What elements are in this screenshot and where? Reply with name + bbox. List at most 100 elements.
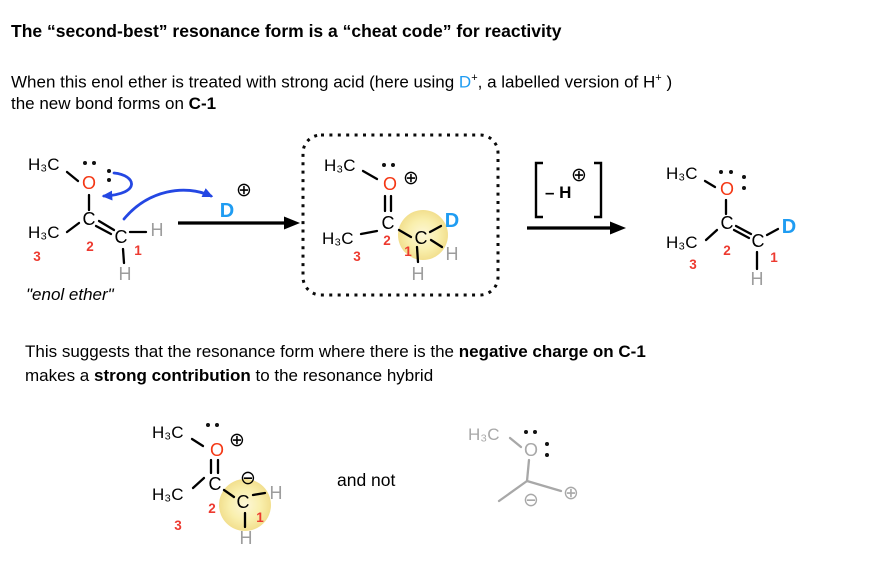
molecule-deuterated-product: H₃C O C H₃C C D H 2 3 1 — [666, 164, 796, 289]
intro-c1-bold: C-1 — [188, 94, 217, 114]
double-bond-line — [734, 224, 753, 236]
conclusion-paragraph: This suggests that the resonance form wh… — [25, 340, 646, 388]
conclusion-text-1: This suggests that the resonance form wh… — [25, 342, 459, 361]
intro-text-4: the new bond forms on — [11, 94, 189, 114]
lone-pair-dot — [391, 163, 395, 167]
reaction-scheme-figure: H₃C O C C H H H₃C 2 3 1 "enol ether" — [26, 133, 796, 304]
carbon-2-label: C — [209, 474, 222, 494]
molecule-major-resonance-form: H₃C O ⊕ C ⊖ C H H H₃C 2 3 1 — [152, 423, 283, 548]
carbon-2-label: C — [382, 213, 395, 233]
intro-text-2: , a labelled version of H — [477, 72, 656, 92]
hydrogen-label: H — [240, 528, 253, 548]
methyl-label: H₃C — [152, 485, 183, 504]
double-bond-line — [97, 219, 116, 232]
deuterium-reagent: D ⊕ — [220, 180, 252, 222]
bond-line — [508, 436, 523, 449]
plus-charge-symbol: ⊕ — [571, 165, 587, 186]
electron-pushing-arrow-icon — [122, 188, 214, 221]
oxygen-label: O — [524, 440, 538, 460]
lone-pair-dot — [742, 186, 746, 190]
carbon-number-1: 1 — [404, 244, 412, 259]
carbon-number-3: 3 — [689, 257, 697, 272]
deuterium-sup-plus: + — [471, 72, 478, 84]
conclusion-bold-2: strong contribution — [93, 366, 251, 385]
deuterium-label: D — [220, 200, 234, 222]
hydrogen-label: H — [119, 264, 132, 284]
proton-sup-plus: + — [655, 72, 662, 84]
methyl-label: H₃C — [28, 223, 59, 242]
c1-highlight — [398, 210, 448, 260]
deuterium-label: D — [445, 210, 459, 232]
intro-paragraph: When this enol ether is treated with str… — [11, 68, 672, 115]
left-bracket — [534, 161, 543, 219]
bond-line — [359, 229, 379, 236]
bond-line — [65, 221, 81, 234]
hydrogen-label: H — [412, 264, 425, 284]
carbon-number-3: 3 — [33, 249, 41, 264]
double-bond-line — [732, 228, 751, 240]
oxygen-label: O — [82, 173, 96, 193]
carbon-number-2: 2 — [86, 239, 94, 254]
bond-line — [525, 479, 563, 493]
plus-charge-symbol: ⊕ — [403, 168, 419, 189]
lone-pair-dot — [524, 430, 528, 434]
and-not-label: and not — [337, 470, 396, 490]
bond-line — [190, 437, 205, 448]
bond-line — [429, 238, 444, 249]
conclusion-bold-1: negative charge on C-1 — [458, 342, 646, 361]
charge-backing — [563, 484, 579, 500]
bond-line — [222, 488, 236, 499]
enol-ether-caption: "enol ether" — [26, 285, 115, 304]
bond-line — [497, 479, 529, 503]
lone-pair-dot — [719, 170, 723, 174]
carbon-2-label: C — [721, 213, 734, 233]
intro-text-1: When this enol ether is treated with str… — [11, 72, 459, 92]
carbon-1-label: C — [115, 227, 128, 247]
intro-text-3: ) — [661, 72, 673, 92]
plus-charge-symbol: ⊕ — [563, 483, 579, 504]
bond-line — [361, 169, 379, 181]
hydrogen-label: H — [151, 220, 164, 240]
bond-line — [65, 170, 80, 183]
methyl-label: H₃C — [152, 423, 183, 442]
molecule-minor-resonance-form: H₃C O ⊖ ⊕ — [468, 425, 579, 511]
lone-pair-dot — [107, 178, 111, 182]
minus-h-label: – H — [545, 183, 571, 202]
hydrogen-label: H — [446, 244, 459, 264]
page-title: The “second-best” resonance form is a “c… — [11, 21, 562, 41]
lone-pair-dot — [92, 161, 96, 165]
lone-pair-dot — [729, 170, 733, 174]
methyl-label: H₃C — [324, 156, 355, 175]
bond-line — [121, 247, 126, 265]
carbon-number-2: 2 — [383, 233, 391, 248]
carbon-number-3: 3 — [353, 249, 361, 264]
deuterium-inline: D — [458, 72, 472, 92]
deuterium-label: D — [782, 216, 796, 238]
molecule-oxocarbenium-intermediate: H₃C O ⊕ C H₃C C D H H 2 1 3 — [322, 156, 459, 284]
lone-pair-dot — [83, 161, 87, 165]
double-bond-line — [94, 224, 113, 236]
methyl-label: H₃C — [28, 155, 59, 174]
bond-line — [397, 228, 413, 239]
lone-pair-dot — [545, 453, 549, 457]
plus-charge-symbol: ⊕ — [229, 430, 245, 451]
methyl-label: H₃C — [666, 164, 697, 183]
lone-pair-dot — [215, 423, 219, 427]
minus-charge-symbol: ⊖ — [240, 468, 256, 489]
bond-line — [703, 179, 717, 189]
lone-pair-dot — [107, 169, 111, 173]
bond-line — [428, 224, 443, 234]
lone-pair-dot — [206, 423, 210, 427]
carbon-1-label: C — [752, 231, 765, 251]
methyl-label: H₃C — [468, 425, 499, 444]
oxygen-label: O — [383, 174, 397, 194]
methyl-label: H₃C — [666, 233, 697, 252]
conclusion-text-3: to the resonance hybrid — [250, 366, 434, 385]
carbon-1-label: C — [415, 228, 428, 248]
methyl-label: H₃C — [322, 229, 353, 248]
lone-pair-dot — [533, 430, 537, 434]
bond-line — [525, 458, 531, 483]
lone-pair-dot — [382, 163, 386, 167]
arrow-head — [610, 221, 626, 235]
